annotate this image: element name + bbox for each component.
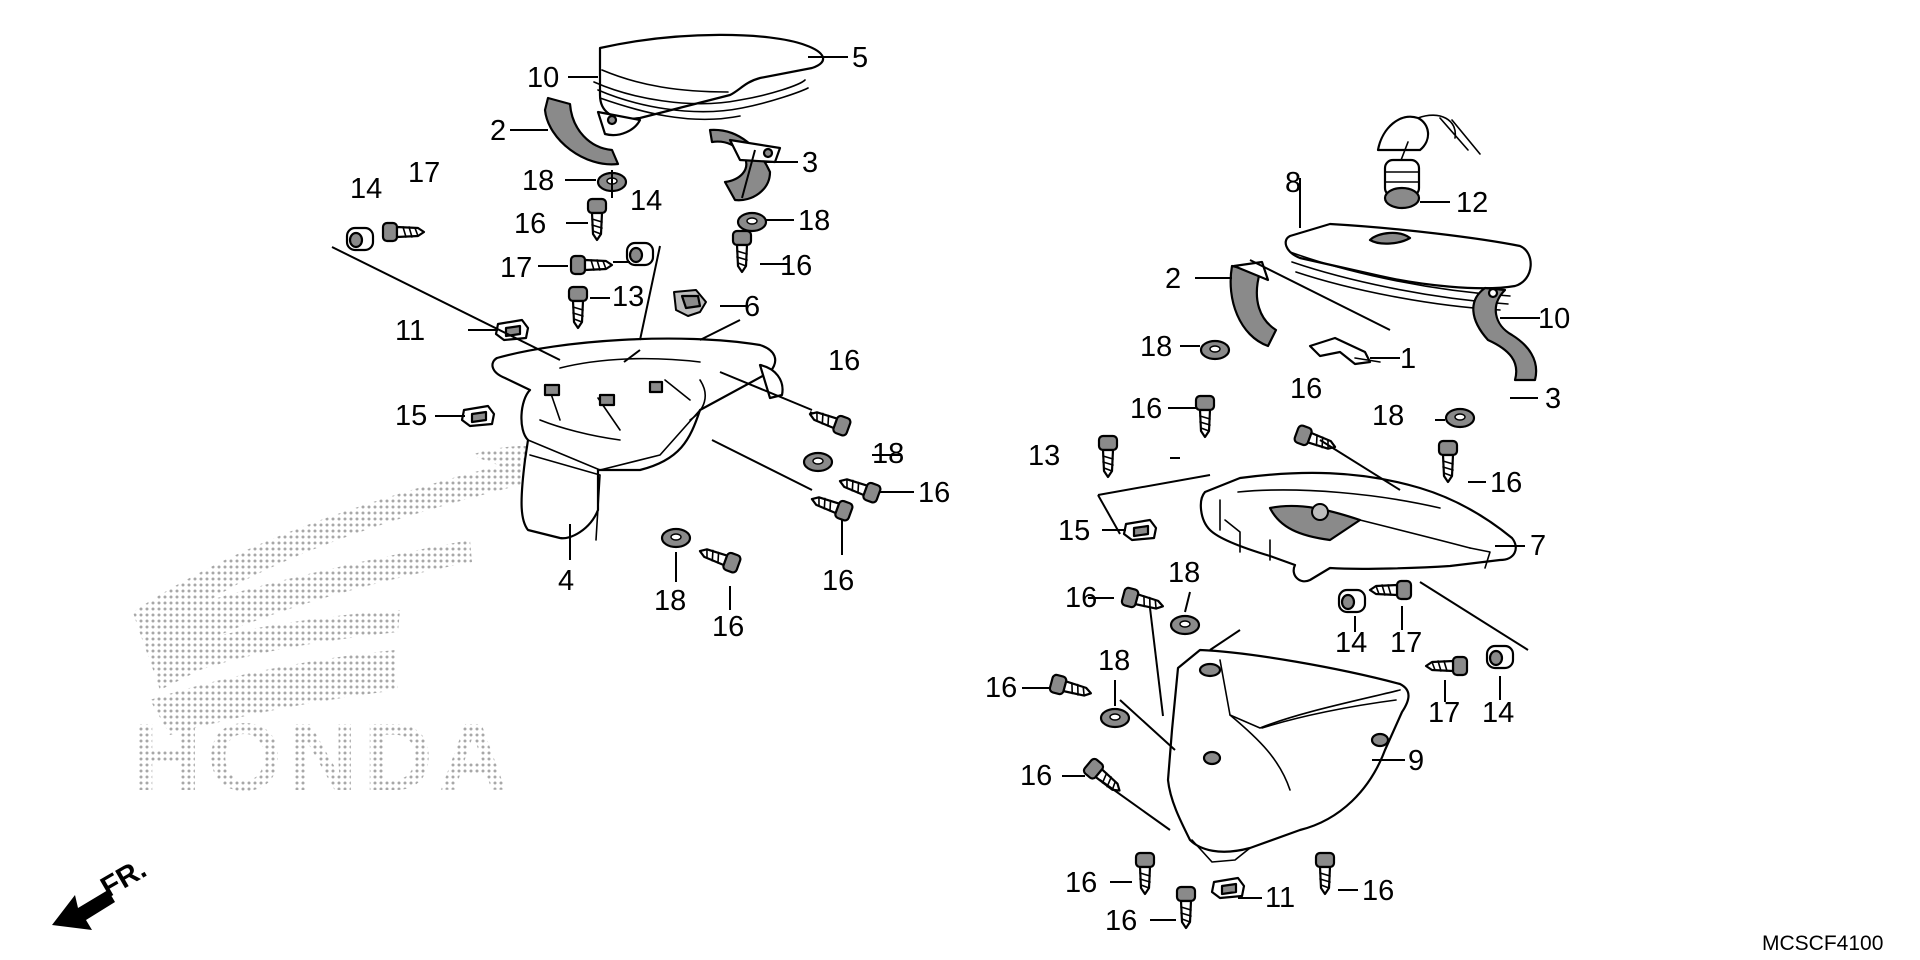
- callout-label: 4: [558, 565, 574, 597]
- callout-label: 14: [350, 173, 382, 205]
- callout-label: 15: [1058, 515, 1090, 547]
- callout-label: 17: [408, 157, 440, 189]
- callout-labels: 1 2 2 3 3 4 5 6 7 8 9 10 10 11 11 12 13 …: [350, 42, 1570, 937]
- front-direction-arrow: FR.: [52, 853, 152, 930]
- drawing-code: MCSCF4100: [1762, 932, 1883, 955]
- callout-label: 5: [852, 42, 868, 74]
- callout-label: 18: [1372, 400, 1404, 432]
- callout-label: 16: [918, 477, 950, 509]
- callout-label: 9: [1408, 745, 1424, 777]
- part-4-glovebox-body: [491, 337, 784, 541]
- part-2-hinge-right: [1229, 260, 1278, 348]
- callout-label: 16: [1130, 393, 1162, 425]
- callout-label: 16: [780, 250, 812, 282]
- callout-label: 17: [500, 252, 532, 284]
- callout-label: 18: [654, 585, 686, 617]
- callout-label: 10: [1538, 303, 1570, 335]
- right-leader-lines: [1022, 178, 1540, 921]
- callout-label: 18: [1098, 645, 1130, 677]
- part-5-lid: [598, 33, 825, 120]
- callout-label: 16: [985, 672, 1017, 704]
- callout-label: 18: [1168, 557, 1200, 589]
- part-2-hinge: [543, 96, 642, 166]
- callout-label: 18: [522, 165, 554, 197]
- callout-label: 2: [490, 115, 506, 147]
- callout-label: 3: [1545, 383, 1561, 415]
- callout-label: 16: [514, 208, 546, 240]
- callout-label: 2: [1165, 263, 1181, 295]
- callout-label: 10: [527, 62, 559, 94]
- honda-watermark-text: HONDA: [132, 704, 514, 811]
- part-12-key-cylinder: [1376, 114, 1481, 210]
- callout-label: 7: [1530, 530, 1546, 562]
- part-8-lid: [1284, 222, 1532, 290]
- callout-label: 18: [798, 205, 830, 237]
- callout-label: 6: [744, 291, 760, 323]
- callout-label: 16: [828, 345, 860, 377]
- callout-label: 16: [822, 565, 854, 597]
- callout-label: 16: [1362, 875, 1394, 907]
- callout-label: 15: [395, 400, 427, 432]
- callout-label: 16: [1490, 467, 1522, 499]
- callout-label: 16: [1020, 760, 1052, 792]
- honda-wing-watermark: [133, 445, 565, 735]
- callout-label: 14: [630, 185, 662, 217]
- callout-label: 16: [1065, 867, 1097, 899]
- callout-label: 17: [1428, 697, 1460, 729]
- callout-label: 8: [1285, 167, 1301, 199]
- callout-label: 13: [612, 281, 644, 313]
- part-3-hinge-right: [1472, 286, 1538, 382]
- left-leader-lines: [331, 56, 914, 610]
- part-9-lower-box: [1166, 648, 1410, 863]
- callout-label: 1: [1400, 343, 1416, 375]
- callout-label: 13: [1028, 440, 1060, 472]
- callout-label: 3: [802, 147, 818, 179]
- part-10-seal: [593, 79, 809, 121]
- callout-label: 16: [712, 611, 744, 643]
- callout-label: 11: [395, 315, 425, 347]
- callout-label: 16: [1105, 905, 1137, 937]
- right-fasteners: [1047, 339, 1515, 930]
- callout-label: 12: [1456, 187, 1488, 219]
- callout-label: 11: [1265, 882, 1295, 914]
- callout-label: 18: [872, 438, 904, 470]
- callout-label: 14: [1335, 627, 1367, 659]
- part-1-latch: [1308, 336, 1381, 366]
- callout-label: 18: [1140, 331, 1172, 363]
- callout-label: 14: [1482, 697, 1514, 729]
- left-fasteners: [345, 171, 883, 575]
- callout-label: 16: [1065, 582, 1097, 614]
- callout-label: 17: [1390, 627, 1422, 659]
- callout-label: 16: [1290, 373, 1322, 405]
- part-7-box-frame: [1199, 471, 1517, 583]
